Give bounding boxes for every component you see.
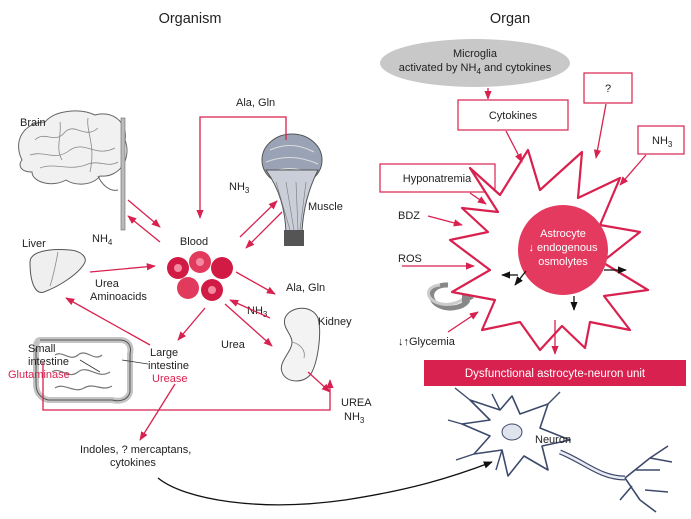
- hyponatremia-label: Hyponatremia: [403, 173, 472, 185]
- microglia-label-1: Microglia: [453, 48, 498, 60]
- nh3-box: [637, 125, 685, 155]
- kidney-label: Kidney: [318, 316, 352, 328]
- organ-header: Organ: [490, 11, 530, 27]
- muscle-label: Muscle: [308, 201, 343, 213]
- brain-label: Brain: [20, 117, 46, 129]
- brain-illustration: [18, 110, 128, 231]
- glutaminase-label: Glutaminase: [8, 369, 70, 381]
- large-intestine-label-2: intestine: [148, 360, 189, 372]
- question-label: ?: [605, 83, 611, 95]
- neuron-label: Neuron: [535, 434, 571, 446]
- urease-label: Urease: [152, 373, 187, 385]
- urea-label: Urea: [95, 278, 120, 290]
- organism-arrows: [42, 116, 334, 441]
- neuron-illustration: [447, 387, 673, 513]
- ala-gln-top-label: Ala, Gln: [236, 97, 275, 109]
- ros-label: ROS: [398, 253, 422, 265]
- large-intestine-pointer: [121, 359, 149, 365]
- ala-gln-right-label: Ala, Gln: [286, 282, 325, 294]
- nh3-muscle-label: NH3: [229, 181, 250, 195]
- microglia-label-2: activated by NH4 and cytokines: [399, 62, 552, 76]
- question-box: [583, 72, 633, 104]
- dysfunctional-banner: [424, 360, 686, 386]
- nh3-out-label: NH3: [344, 411, 365, 425]
- kidney-illustration: [280, 307, 321, 382]
- cytokines-box: [457, 99, 569, 131]
- blood-label: Blood: [180, 236, 208, 248]
- dysfunctional-label: Dysfunctional astrocyte-neuron unit: [465, 368, 646, 380]
- liver-illustration: [29, 249, 86, 293]
- astrocyte-label-2: ↓ endogenous: [528, 242, 598, 254]
- astrocyte-nucleus: [518, 205, 608, 295]
- urea-kidney-label: Urea: [221, 339, 246, 351]
- astrocyte-black-arrows: [501, 266, 627, 311]
- astrocyte-label-3: osmolytes: [538, 256, 588, 268]
- astrocyte-label-1: Astrocyte: [540, 228, 586, 240]
- indoles-label-2: cytokines: [110, 457, 156, 469]
- large-intestine-label-1: Large: [150, 347, 178, 359]
- bdz-label: BDZ: [398, 210, 420, 222]
- organ-arrows: [402, 88, 647, 355]
- small-intestine-label-1: Small: [28, 343, 56, 355]
- microglia-ellipse: [380, 39, 570, 87]
- blood-cells: [167, 251, 233, 301]
- aminoacids-label: Aminoacids: [90, 291, 147, 303]
- nh4-label: NH4: [92, 233, 113, 247]
- organism-header: Organism: [159, 11, 222, 27]
- intestine-illustration: [33, 337, 134, 404]
- indoles-label-1: Indoles, ? mercaptans,: [80, 444, 191, 456]
- glycemia-label: ↓↑Glycemia: [398, 336, 456, 348]
- small-intestine-label-2: intestine: [28, 356, 69, 368]
- liver-label: Liver: [22, 238, 46, 250]
- small-intestine-pointer: [79, 359, 101, 373]
- cytokines-label: Cytokines: [489, 110, 538, 122]
- urea-out-label: UREA: [341, 397, 372, 409]
- muscle-illustration: [261, 133, 323, 246]
- curved-arrow-to-neuron: [157, 461, 493, 506]
- nh3-box-label: NH3: [652, 135, 673, 149]
